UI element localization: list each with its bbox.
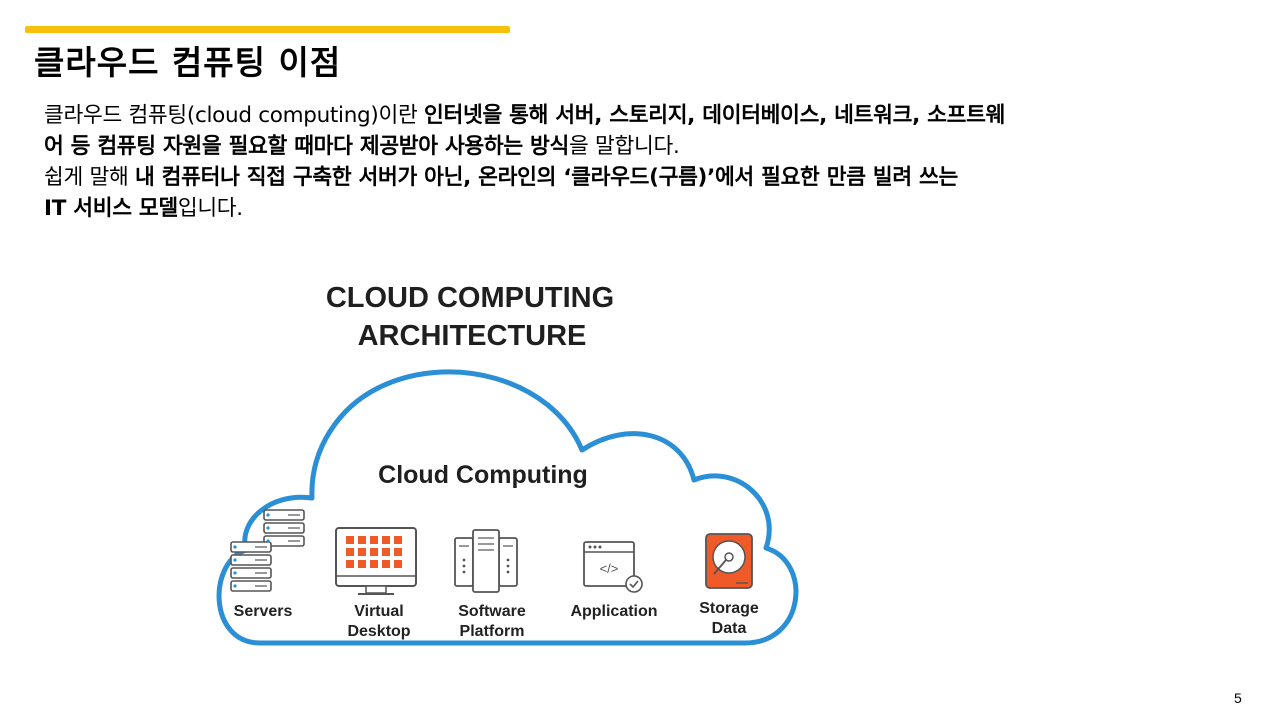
storage-data-label-2: Data <box>712 620 747 637</box>
definition-end: 을 말합니다. <box>569 134 680 159</box>
summary-intro: 쉽게 말해 <box>44 165 135 190</box>
software-platform-label-2: Platform <box>460 623 525 640</box>
application-label: Application <box>570 603 657 620</box>
diagram-heading-line2: ARCHITECTURE <box>358 320 587 352</box>
summary-end: 입니다. <box>177 196 243 221</box>
monitor-icon <box>335 527 417 595</box>
application-window-icon: </> <box>583 541 643 593</box>
title-accent-bar <box>25 26 510 33</box>
summary-paragraph: 쉽게 말해 내 컴퓨터나 직접 구축한 서버가 아닌, 온라인의 ‘클라우드(구… <box>44 162 1244 193</box>
definition-paragraph-cont: 어 등 컴퓨팅 자원을 필요할 때마다 제공받아 사용하는 방식을 말합니다. <box>44 131 1244 162</box>
definition-intro: 클라우드 컴퓨팅(cloud computing)이란 <box>44 103 424 128</box>
body-text: 클라우드 컴퓨팅(cloud computing)이란 인터넷을 통해 서버, … <box>44 100 1244 224</box>
virtual-desktop-label-2: Desktop <box>347 623 410 640</box>
definition-bold-a: 인터넷을 통해 서버, 스토리지, 데이터베이스, 네트워크, 소프트웨 <box>424 103 1006 128</box>
page-number: 5 <box>1234 690 1242 706</box>
summary-paragraph-cont: IT 서비스 모델입니다. <box>44 193 1244 224</box>
svg-text:</>: </> <box>600 561 619 576</box>
summary-bold-b: IT 서비스 모델 <box>44 196 178 221</box>
summary-bold-a: 내 컴퓨터나 직접 구축한 서버가 아닌, 온라인의 ‘클라우드(구름)’에서 … <box>135 165 958 190</box>
diagram-heading-line1: CLOUD COMPUTING <box>326 282 614 314</box>
virtual-desktop-label-1: Virtual <box>354 603 404 620</box>
definition-paragraph: 클라우드 컴퓨팅(cloud computing)이란 인터넷을 통해 서버, … <box>44 100 1244 131</box>
servers-icon <box>230 509 305 592</box>
servers-label: Servers <box>234 603 293 620</box>
hard-drive-icon <box>705 533 753 589</box>
software-platform-icon <box>454 529 518 593</box>
definition-bold-b: 어 등 컴퓨팅 자원을 필요할 때마다 제공받아 사용하는 방식 <box>44 134 570 159</box>
software-platform-label-1: Software <box>458 603 526 620</box>
storage-data-label-1: Storage <box>699 600 759 617</box>
cloud-architecture-diagram: CLOUD COMPUTING ARCHITECTURE Cloud Compu… <box>200 270 820 670</box>
slide-title: 클라우드 컴퓨팅 이점 <box>34 43 342 82</box>
cloud-diagram-svg: CLOUD COMPUTING ARCHITECTURE Cloud Compu… <box>216 282 799 646</box>
cloud-label: Cloud Computing <box>378 461 588 489</box>
